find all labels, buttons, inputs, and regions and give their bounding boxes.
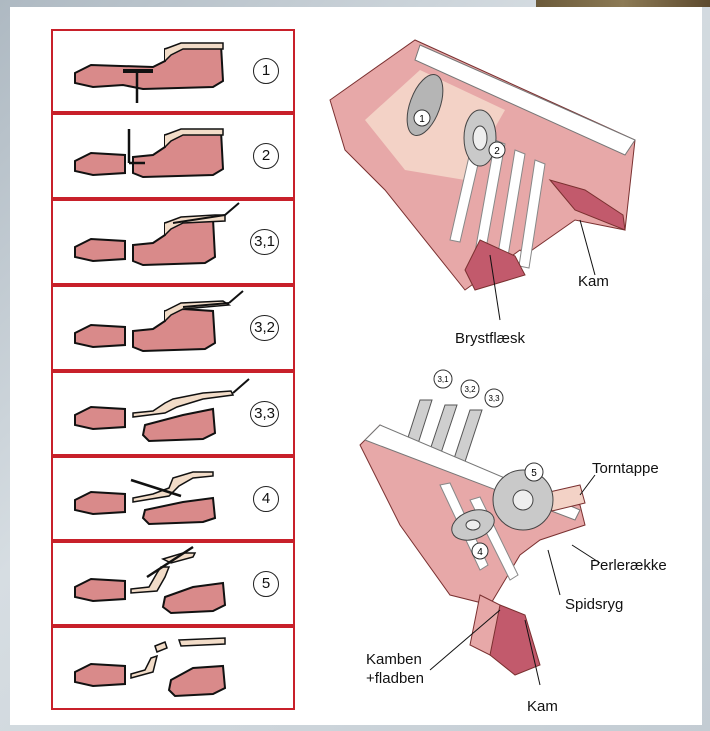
label-perleraekke: Perlerække <box>590 557 667 574</box>
step-panel-4: 4 <box>51 456 295 541</box>
step-panel-final <box>51 626 295 710</box>
step-panel-3-1: 3,1 <box>51 199 295 285</box>
blade-label-1: 1 <box>419 114 425 125</box>
bottom-carcass-diagram: 3,1 3,2 3,3 5 4 <box>340 365 640 695</box>
step-badge: 4 <box>253 486 279 512</box>
label-spidsryg: Spidsryg <box>565 596 623 613</box>
step-panel-5: 5 <box>51 541 295 626</box>
label-kam-top: Kam <box>578 273 609 290</box>
step-badge: 1 <box>253 58 279 84</box>
step-panel-2: 2 <box>51 113 295 199</box>
step-panel-3-2: 3,2 <box>51 285 295 371</box>
torntappe-leader-line <box>580 475 595 495</box>
blade-label-2: 2 <box>494 146 500 157</box>
label-kam-bottom: Kam <box>527 698 558 715</box>
step-badge: 3,2 <box>250 315 279 341</box>
cut-illustration-final <box>53 628 293 708</box>
label-fladben: +fladben <box>366 669 424 688</box>
step-badge: 5 <box>253 571 279 597</box>
step-badge: 3,1 <box>250 229 279 255</box>
kam-leader-line <box>580 220 595 275</box>
spidsryg-leader-line <box>548 550 560 595</box>
blade-label-5: 5 <box>531 468 537 479</box>
step-badge: 2 <box>253 143 279 169</box>
blade-label-3-2: 3,2 <box>464 385 476 394</box>
blade-label-3-3: 3,3 <box>488 394 500 403</box>
label-brystflaesk: Brystflæsk <box>455 330 525 347</box>
background-corner-image <box>536 0 710 7</box>
label-kamben: Kamben <box>366 650 422 669</box>
blade-label-3-1: 3,1 <box>437 375 449 384</box>
label-torntappe: Torntappe <box>592 460 659 477</box>
step-panel-3-3: 3,3 <box>51 371 295 456</box>
step-panel-1: 1 <box>51 29 295 113</box>
blade-label-4: 4 <box>477 547 483 558</box>
step-badge: 3,3 <box>250 401 279 427</box>
